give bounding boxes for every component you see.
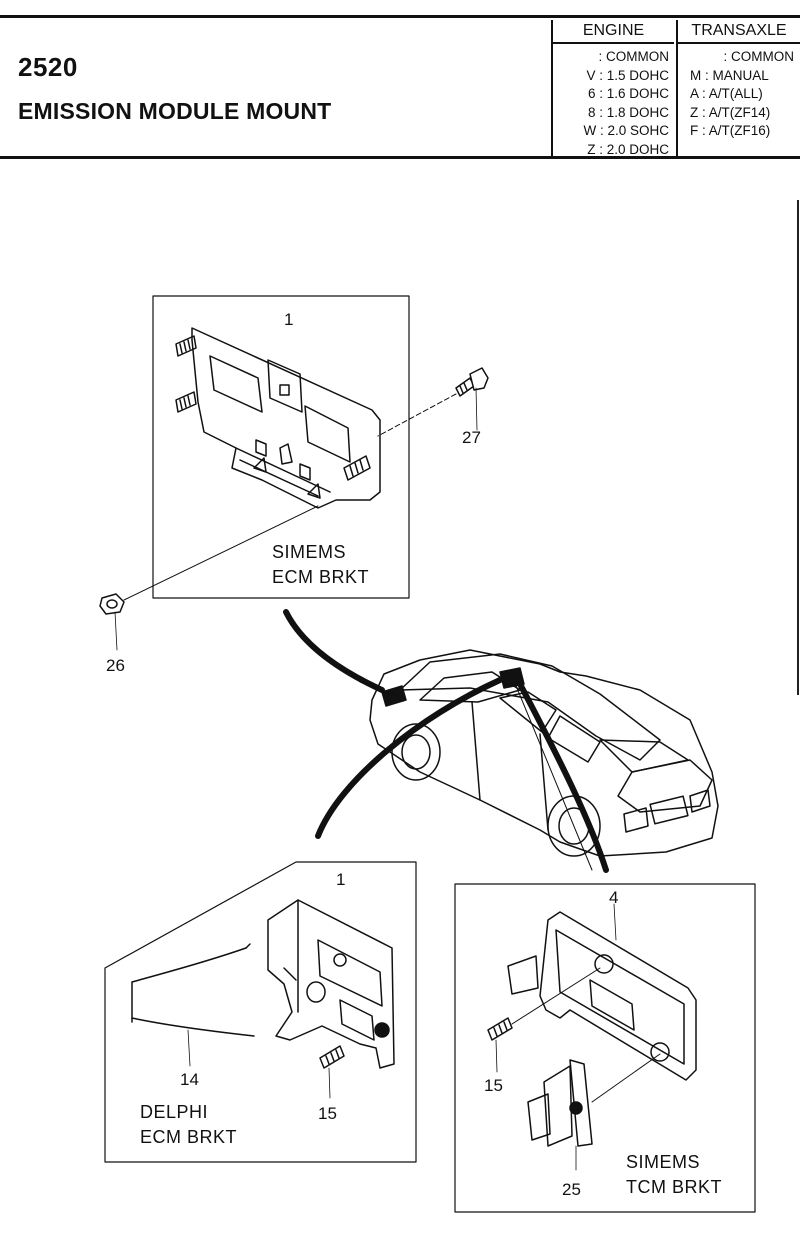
engine-legend-table: ENGINE : COMMON V : 1.5 DOHC 6 : 1.6 DOH… (551, 20, 674, 157)
caption-simems-tcm: SIMEMS TCM BRKT (626, 1150, 722, 1200)
tcm-bracket-4 (507, 903, 697, 1081)
panel-delphi-ecm-frame (104, 861, 417, 1163)
transaxle-row: Z : A/T(ZF14) (690, 104, 771, 120)
part-number-1-delphi: 1 (336, 870, 346, 889)
transaxle-row: F : A/T(ZF16) (690, 123, 771, 138)
header: 2520 EMISSION MODULE MOUNT ENGINE : COMM… (0, 0, 800, 160)
header-top-rule (0, 15, 800, 18)
scan-edge-line (797, 200, 799, 695)
part-number-26: 26 (106, 656, 125, 675)
tcm-bracket-25 (527, 1059, 593, 1171)
caption-delphi-ecm: DELPHI ECM BRKT (140, 1100, 237, 1150)
part-number-15-tcm: 15 (484, 1076, 503, 1095)
part-number-25: 25 (562, 1180, 581, 1199)
section-title: EMISSION MODULE MOUNT (18, 98, 332, 124)
panel-simems-ecm-frame (152, 295, 410, 599)
part-number-1-top: 1 (284, 310, 294, 329)
delphi-strap-14 (131, 943, 255, 1067)
caption-simems-ecm: SIMEMS ECM BRKT (272, 540, 369, 590)
caption-line: SIMEMS (272, 542, 347, 562)
screw-15-tcm (487, 1017, 513, 1073)
transaxle-row: A : A/T(ALL) (690, 86, 763, 101)
caption-line: SIMEMS (626, 1152, 701, 1172)
part-number-27: 27 (462, 428, 481, 447)
delphi-ecm-bracket (267, 899, 395, 1069)
caption-line: TCM BRKT (626, 1177, 722, 1197)
engine-row: W : 2.0 SOHC (583, 123, 669, 138)
caption-line: ECM BRKT (140, 1127, 238, 1147)
caption-line: ECM BRKT (272, 567, 370, 587)
panel-simems-tcm-frame (454, 883, 756, 1213)
part-number-4: 4 (609, 888, 619, 907)
ecm-bracket-plate (191, 327, 381, 509)
engine-row: : COMMON (598, 49, 670, 64)
engine-row: 6 : 1.6 DOHC (587, 86, 669, 101)
part-number-14: 14 (180, 1070, 199, 1089)
bolt-27 (455, 367, 489, 431)
header-bottom-rule (0, 156, 800, 159)
car-outline (369, 649, 719, 857)
transaxle-row: : COMMON (723, 49, 795, 64)
ecm-bracket-studs (175, 335, 371, 481)
caption-line: DELPHI (140, 1102, 209, 1122)
transaxle-row: M : MANUAL (690, 67, 769, 83)
part-number-15-delphi: 15 (318, 1104, 337, 1123)
nut-26 (99, 593, 125, 651)
screw-15-delphi (319, 1045, 345, 1099)
section-code: 2520 (18, 52, 78, 82)
engine-row: V : 1.5 DOHC (586, 67, 669, 83)
engine-heading: ENGINE (553, 20, 674, 44)
transaxle-heading: TRANSAXLE (678, 20, 800, 44)
engine-row: 8 : 1.8 DOHC (587, 104, 669, 120)
transaxle-legend-table: TRANSAXLE : COMMON M : MANUAL A : A/T(AL… (676, 20, 800, 156)
engine-row: Z : 2.0 DOHC (587, 141, 669, 157)
